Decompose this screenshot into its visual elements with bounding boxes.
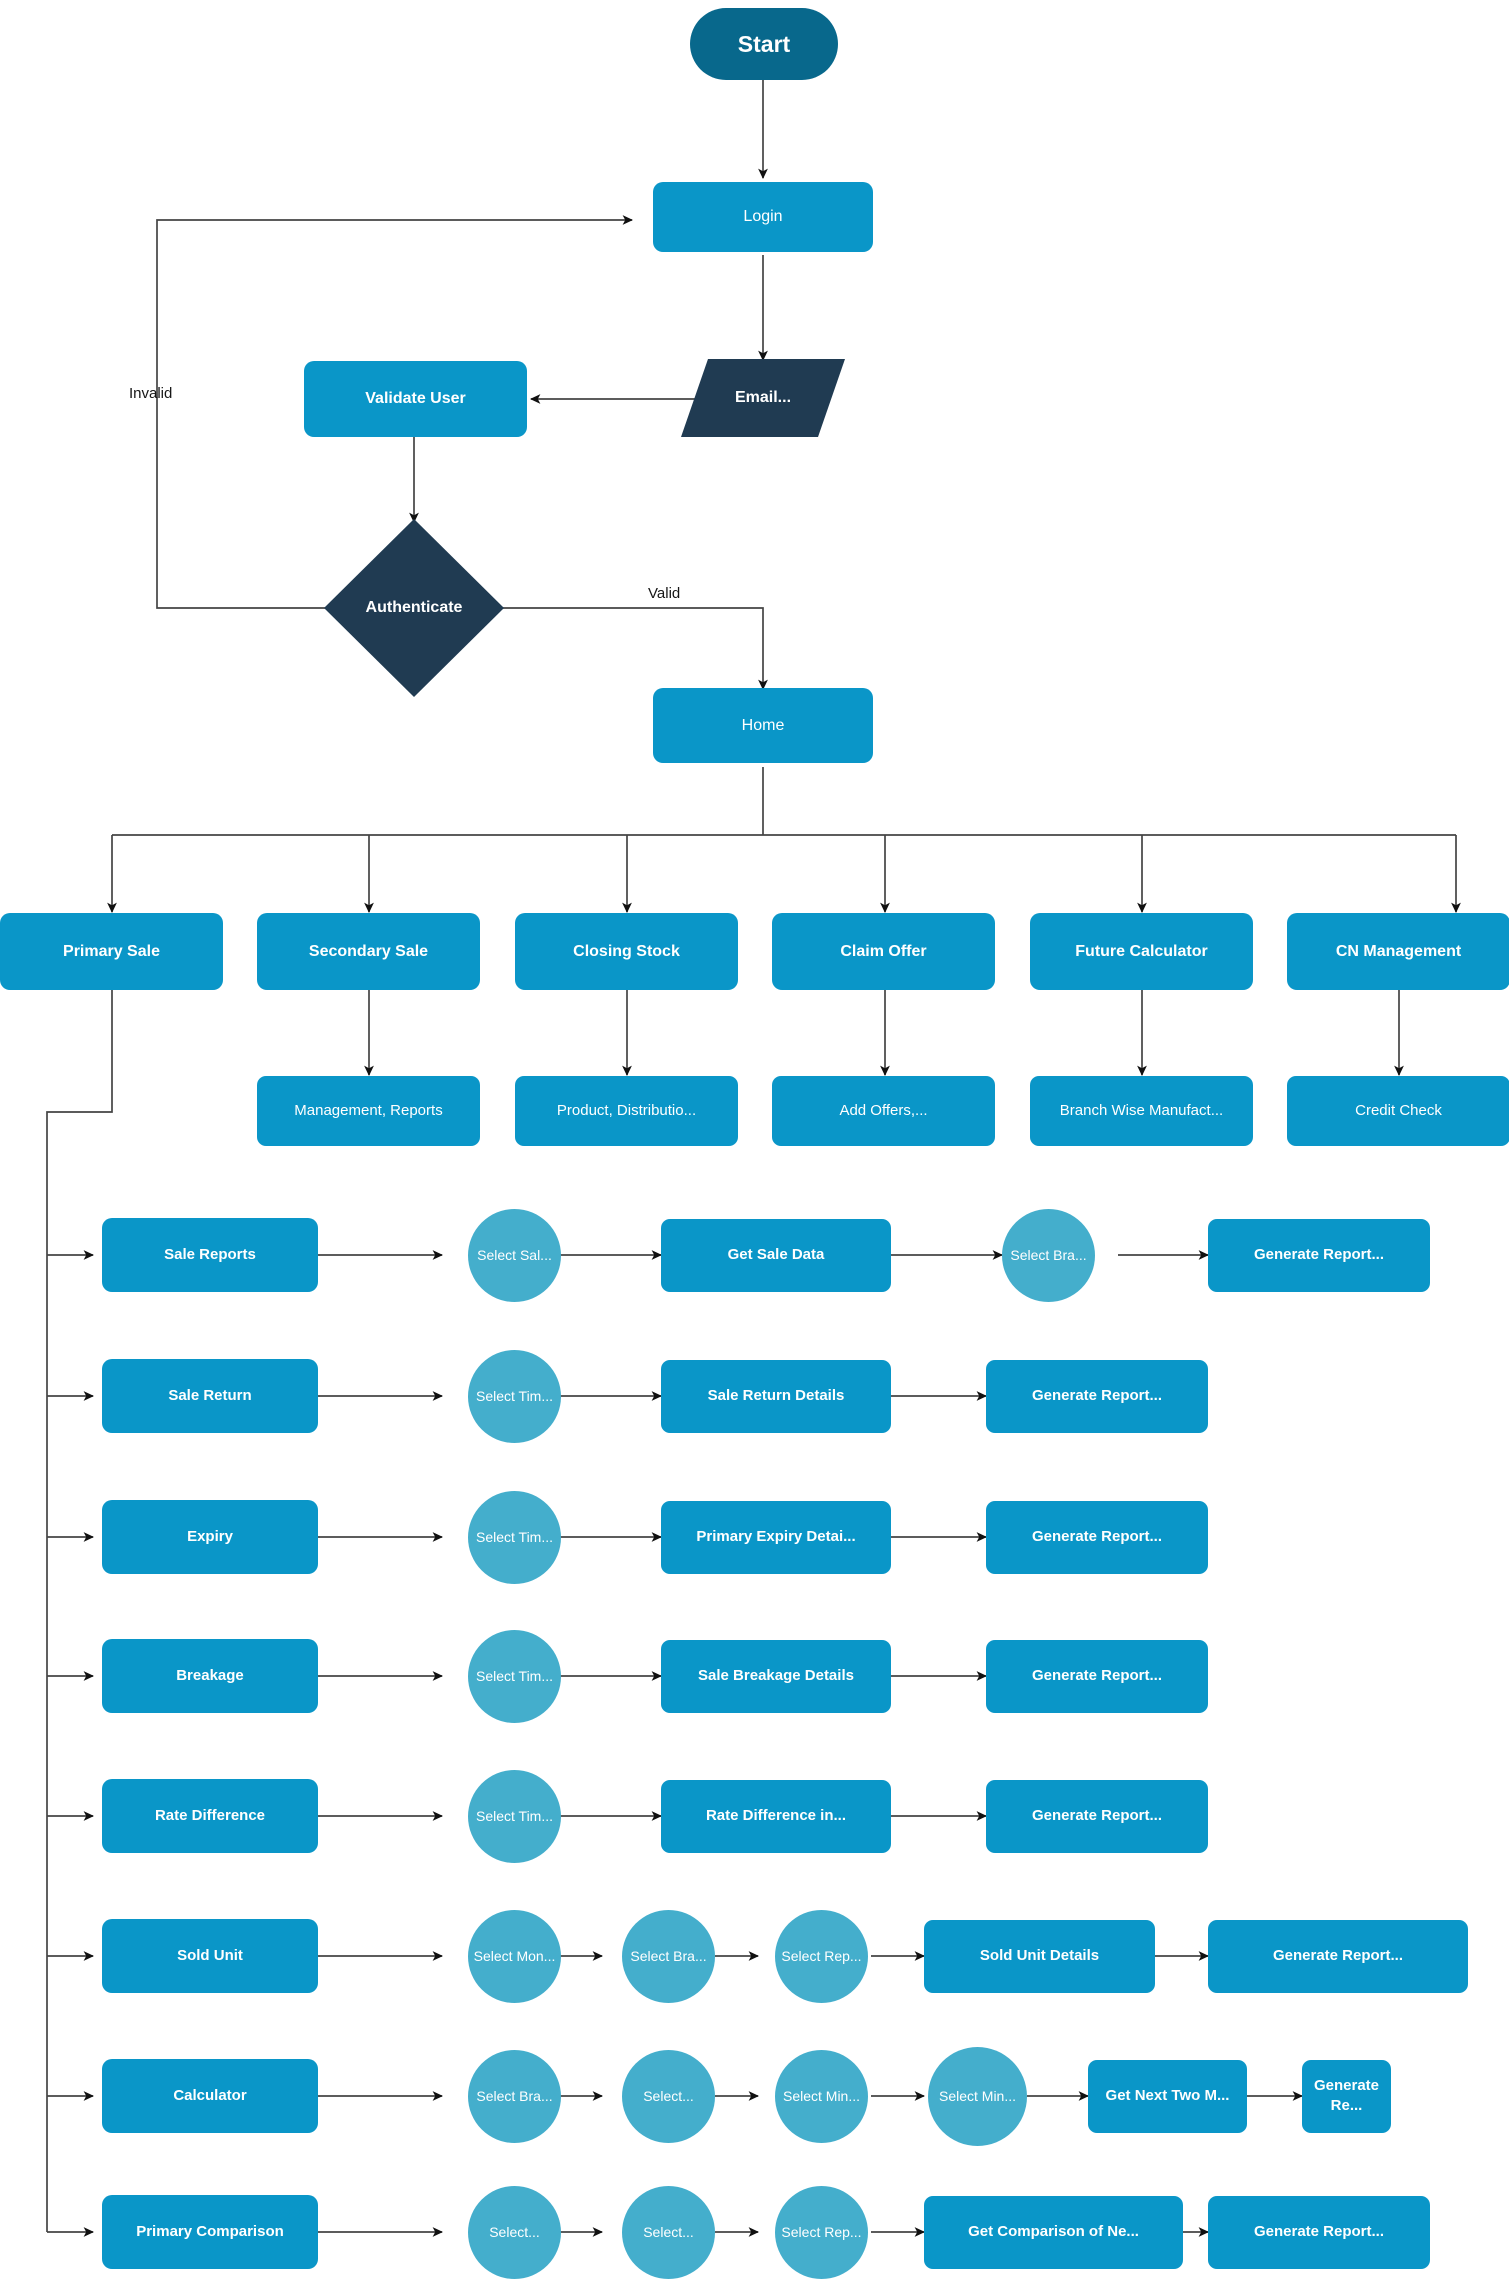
row-head-sold-unit[interactable]: Sold Unit xyxy=(102,1919,318,1993)
menu-child-secondary-sale[interactable]: Management, Reports xyxy=(257,1076,480,1146)
row-head-primary-comparison[interactable]: Primary Comparison xyxy=(102,2195,318,2269)
row-expiry-step-3[interactable]: Generate Report... xyxy=(986,1500,1208,1574)
row-head-breakage[interactable]: Breakage xyxy=(102,1639,318,1713)
row-sold-unit-step-3[interactable]: Select Rep... xyxy=(775,1909,868,2003)
row-breakage-step-3[interactable]: Generate Report... xyxy=(986,1639,1208,1713)
row-head-sale-reports[interactable]: Sale Reports xyxy=(102,1218,318,1292)
menu-item-future-calculator[interactable]: Future Calculator xyxy=(1030,913,1253,990)
row-sale-reports-step-3[interactable]: Select Bra... xyxy=(1002,1208,1095,1302)
row-sold-unit-step-1[interactable]: Select Mon... xyxy=(468,1909,561,2003)
node-home[interactable]: Home xyxy=(653,688,873,763)
row-sale-reports-step-1[interactable]: Select Sal... xyxy=(468,1208,561,1302)
node-email-input-label: Email... xyxy=(734,389,792,406)
node-authenticate-label: Authenticate xyxy=(365,599,463,616)
node-authenticate[interactable]: Authenticate xyxy=(324,519,504,697)
row-sold-unit-step-2[interactable]: Select Bra... xyxy=(622,1909,715,2003)
menu-child-cn-management[interactable]: Credit Check xyxy=(1287,1076,1509,1146)
row-sale-return-step-2[interactable]: Sale Return Details xyxy=(661,1359,891,1433)
parallelogram-shape xyxy=(681,359,845,437)
menu-child-closing-stock[interactable]: Product, Distributio... xyxy=(515,1076,738,1146)
row-calculator-step-6[interactable]: Generate Re... xyxy=(1302,2059,1391,2133)
row-primary-comparison-step-4[interactable]: Get Comparison of Ne... xyxy=(924,2195,1183,2269)
row-calculator-step-1[interactable]: Select Bra... xyxy=(468,2049,561,2143)
menu-item-closing-stock[interactable]: Closing Stock xyxy=(515,913,738,990)
row-calculator-step-4[interactable]: Select Min... xyxy=(928,2046,1027,2146)
row-sale-reports-step-4[interactable]: Generate Report... xyxy=(1208,1218,1430,1292)
edge-label-valid: Valid xyxy=(648,585,681,602)
row-sold-unit-step-5[interactable]: Generate Report... xyxy=(1208,1919,1468,1993)
row-sale-reports-step-2[interactable]: Get Sale Data xyxy=(661,1218,891,1292)
row-head-sale-return[interactable]: Sale Return xyxy=(102,1359,318,1433)
node-validate-user[interactable]: Validate User xyxy=(304,361,527,437)
row-breakage-step-2[interactable]: Sale Breakage Details xyxy=(661,1639,891,1713)
menu-item-claim-offer[interactable]: Claim Offer xyxy=(772,913,995,990)
edge-label-invalid: Invalid xyxy=(129,385,173,402)
diamond-shape xyxy=(324,519,504,697)
row-calculator-step-5[interactable]: Get Next Two M... xyxy=(1088,2059,1247,2133)
row-rate-difference-step-1[interactable]: Select Tim... xyxy=(468,1769,561,1863)
node-email-input[interactable]: Email... xyxy=(681,359,845,437)
row-sale-return-step-3[interactable]: Generate Report... xyxy=(986,1359,1208,1433)
row-head-rate-difference[interactable]: Rate Difference xyxy=(102,1779,318,1853)
node-start[interactable]: Start xyxy=(690,8,838,80)
menu-child-claim-offer[interactable]: Add Offers,... xyxy=(772,1076,995,1146)
row-primary-comparison-step-1[interactable]: Select... xyxy=(468,2185,561,2279)
row-breakage-step-1[interactable]: Select Tim... xyxy=(468,1629,561,1723)
node-login[interactable]: Login xyxy=(653,182,873,252)
row-calculator-step-3[interactable]: Select Min... xyxy=(775,2049,868,2143)
menu-item-cn-management[interactable]: CN Management xyxy=(1287,913,1509,990)
row-primary-comparison-step-2[interactable]: Select... xyxy=(622,2185,715,2279)
row-head-calculator[interactable]: Calculator xyxy=(102,2059,318,2133)
row-sale-return-step-1[interactable]: Select Tim... xyxy=(468,1349,561,1443)
row-rate-difference-step-3[interactable]: Generate Report... xyxy=(986,1779,1208,1853)
row-primary-comparison-step-3[interactable]: Select Rep... xyxy=(775,2185,868,2279)
row-calculator-step-2[interactable]: Select... xyxy=(622,2049,715,2143)
row-sold-unit-step-4[interactable]: Sold Unit Details xyxy=(924,1919,1155,1993)
menu-item-secondary-sale[interactable]: Secondary Sale xyxy=(257,913,480,990)
row-head-expiry[interactable]: Expiry xyxy=(102,1500,318,1574)
row-expiry-step-1[interactable]: Select Tim... xyxy=(468,1490,561,1584)
menu-child-future-calculator[interactable]: Branch Wise Manufact... xyxy=(1030,1076,1253,1146)
row-rate-difference-step-2[interactable]: Rate Difference in... xyxy=(661,1779,891,1853)
row-primary-comparison-step-5[interactable]: Generate Report... xyxy=(1208,2195,1430,2269)
menu-item-primary-sale[interactable]: Primary Sale xyxy=(0,913,223,990)
row-expiry-step-2[interactable]: Primary Expiry Detai... xyxy=(661,1500,891,1574)
